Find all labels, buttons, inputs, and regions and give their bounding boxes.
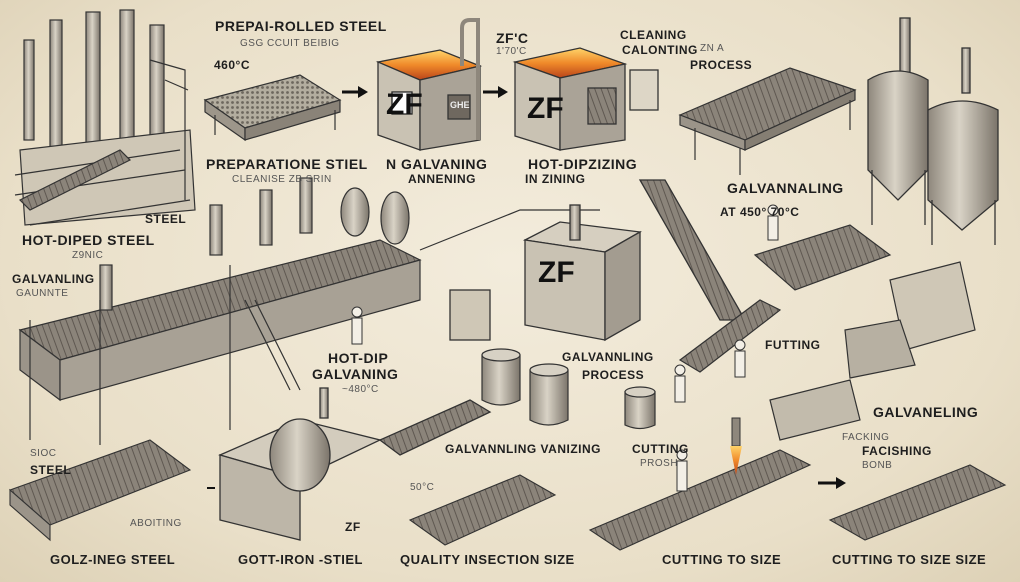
galvanizing-line: [18, 177, 600, 445]
label-hotdiped: HOT-DIPED STEEL: [22, 232, 155, 248]
pellet-tray: [203, 74, 342, 142]
label-quality: QUALITY INSECTION SIZE: [400, 552, 575, 567]
label-cutting-prosh: CUTTING: [632, 442, 689, 456]
label-futting: FUTTING: [765, 338, 821, 352]
label-steel: STEEL: [145, 212, 187, 226]
label-galvannaling: GALVANNALING: [727, 180, 844, 196]
label-galvaning-2: GALVANING: [312, 366, 399, 382]
zf-machine: [449, 179, 747, 342]
label-hotdip-zizing: HOT-DIPZIZING: [528, 156, 638, 172]
workers: [351, 204, 779, 492]
furnace-hot-dip: [512, 47, 659, 151]
label-gaunnte: GAUNNTE: [16, 288, 69, 299]
label-process-mid: PROCESS: [582, 368, 645, 382]
label-hotdip: HOT-DIP: [328, 350, 389, 366]
label-zf-bottom: ZF: [345, 520, 361, 534]
furnace-annealing: [375, 18, 483, 151]
barrels: [481, 348, 656, 430]
label-zsnic: Z9NIC: [72, 250, 104, 261]
label-cutting-size-2: CUTTING TO SIZE SIZE: [832, 552, 987, 567]
silos: [867, 17, 999, 245]
label-preparation: PREPARATIONE STIEL: [206, 156, 368, 172]
label-galvanling: GALVANLING: [12, 272, 95, 286]
zf-mark-furnace-2: ZF: [527, 92, 564, 125]
label-facishing: FACISHING: [862, 444, 932, 458]
label-galv-vanizing: GALVANNLING VANIZING: [445, 442, 601, 456]
label-in-zining: IN ZINING: [525, 172, 586, 186]
drum-machine: [218, 387, 492, 541]
label-process-top: PROCESS: [690, 58, 753, 72]
label-galvaning: N GALVANING: [386, 156, 488, 172]
label-prep-rolled-sub: GSG CCUIT BEIBIG: [240, 38, 340, 49]
furnace-plate-label: GHE: [450, 100, 470, 110]
cutting-torch: [730, 417, 742, 475]
label-prosh: PROSH: [640, 458, 679, 469]
label-calonting: CALONTING: [622, 43, 698, 57]
right-conveyor: [678, 224, 976, 441]
label-at-450: AT 450° 70°C: [720, 205, 800, 219]
label-cleaning: CLEANING: [620, 28, 687, 42]
label-cleanise: CLEANISE ZB SRIN: [232, 174, 332, 185]
label-aboiting: ABOITING: [130, 518, 182, 529]
label-prep-rolled: PREPAI-ROLLED STEEL: [215, 18, 387, 34]
label-colz-ineg: GOLZ-INEG STEEL: [50, 552, 176, 567]
label-zf-temp: ZF'C: [496, 30, 529, 46]
label-zf-temp-sub: 1'70'C: [496, 46, 527, 57]
cleaning-bed: [678, 67, 857, 175]
label-zn-a: ZN A: [700, 43, 725, 54]
steel-bundles: [8, 439, 1007, 551]
smokestack-plant: [14, 9, 196, 226]
label-gott-iron: GOTT-IRON -STIEL: [238, 552, 363, 567]
label-steel-left: STEEL: [30, 463, 72, 477]
label-temp-480: ~480°C: [342, 384, 379, 395]
label-facking: FACKING: [842, 432, 890, 443]
label-sioc: SIOC: [30, 448, 57, 459]
label-galvannling-proc: GALVANNLING: [562, 350, 654, 364]
label-temp-50: 50°C: [410, 482, 435, 493]
label-cutting-size: CUTTING TO SIZE: [662, 552, 782, 567]
zf-mark-machine: ZF: [538, 256, 575, 289]
label-galvaneling: GALVANELING: [873, 404, 979, 420]
label-bonb: BONB: [862, 460, 893, 471]
zf-mark-furnace-1: ZF: [386, 88, 423, 121]
label-temp-460: 460°C: [214, 58, 250, 72]
label-annening: ANNENING: [408, 172, 477, 186]
